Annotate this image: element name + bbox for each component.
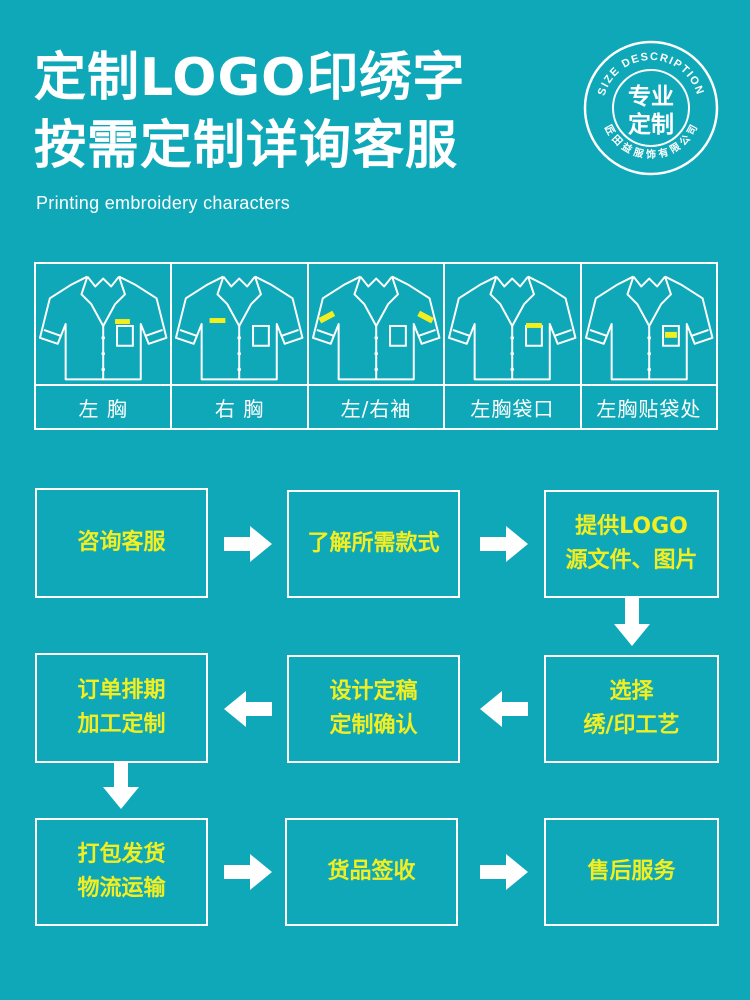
step-line: 设计定稿 [329,679,418,704]
step-line: 物流运输 [77,876,166,901]
seal-badge-icon: SIZE DESCRIPTION 匠 田 益 服 饰 有 限 公 司 专业 定制 [583,40,719,176]
step-line: 打包发货 [77,842,166,867]
step-select-craft: 选择绣/印工艺 [544,655,719,763]
position-cell: 左 胸 [36,264,173,428]
position-cell: 左胸贴袋处 [581,264,717,428]
logo-position-marker [417,310,434,324]
step-line: 售后服务 [587,859,676,884]
shirt-icon [175,275,304,381]
arrow-down-icon [614,598,650,646]
logo-position-marker [115,319,130,324]
position-cell: 左胸袋口 [445,264,582,428]
step-line: 咨询客服 [77,530,166,555]
step-ship: 打包发货物流运输 [35,818,208,926]
position-label: 左胸贴袋处 [596,396,702,421]
position-grid: 左 胸 右 胸 左/右袖 左胸袋口 左胸贴袋处 [34,262,718,430]
seal-center-line2: 定制 [628,111,674,138]
step-line: 订单排期 [77,678,166,703]
arrow-down-icon [103,763,139,809]
step-line: 绣/印工艺 [583,713,680,738]
position-cell: 左/右袖 [308,264,446,428]
step-receive: 货品签收 [285,818,458,926]
arrow-left-icon [480,691,528,727]
logo-position-marker [526,323,543,328]
step-line: 加工定制 [77,712,166,737]
step-line: 定制确认 [329,713,418,738]
position-label: 左/右袖 [340,396,412,421]
subtitle: Printing embroidery characters [36,193,291,213]
step-line: 货品签收 [327,859,416,884]
title-line-2: 按需定制详询客服 [34,116,459,176]
seal-center-line1: 专业 [628,83,674,110]
arrow-right-icon [480,526,528,562]
shirt-icon [38,275,168,381]
arrow-right-icon [480,854,528,890]
step-design-confirm: 设计定稿定制确认 [287,655,460,763]
arrow-left-icon [224,691,272,727]
step-consult-service: 咨询客服 [35,488,208,598]
shirt-icon [448,275,577,381]
step-schedule-production: 订单排期加工定制 [35,653,208,763]
logo-position-marker [664,331,677,338]
shirt-icon [584,275,714,381]
step-line: 了解所需款式 [307,531,440,556]
arrow-right-icon [224,526,272,562]
arrow-right-icon [224,854,272,890]
step-line: 提供LOGO [575,514,688,539]
step-provide-logo: 提供LOGO 源文件、图片 [544,490,719,598]
step-line: 选择 [609,679,654,704]
step-choose-style: 了解所需款式 [287,490,460,598]
step-after-sales: 售后服务 [544,818,719,926]
title-line-1: 定制LOGO印绣字 [34,48,466,108]
step-line: 源文件、图片 [565,548,698,573]
position-label: 左 胸 [78,396,128,421]
position-label: 左胸袋口 [470,396,555,421]
logo-position-marker [209,318,226,324]
position-label: 右 胸 [214,396,265,421]
position-cell: 右 胸 [172,264,309,428]
shirt-icon [311,275,441,381]
